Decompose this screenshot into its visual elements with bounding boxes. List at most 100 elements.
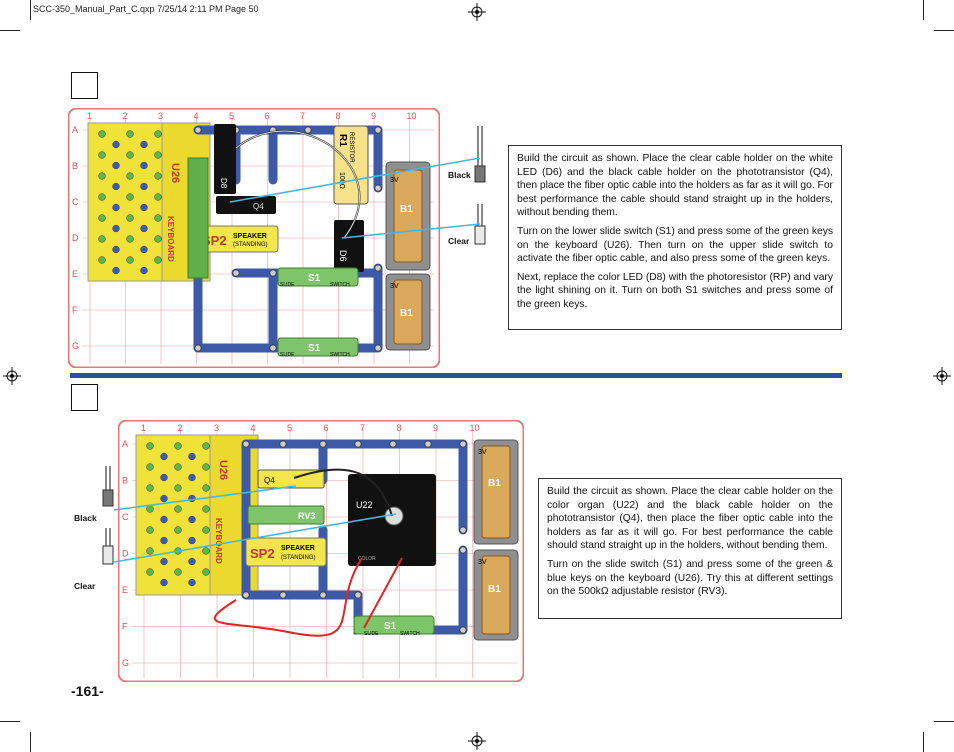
- keyboard-key: [202, 463, 210, 471]
- keyboard-key: [140, 224, 148, 233]
- led-d6: [334, 220, 364, 272]
- keyboard-key: [140, 182, 148, 191]
- snap-points: [242, 440, 467, 634]
- keyboard-key: [146, 568, 154, 576]
- svg-text:U22: U22: [356, 500, 373, 510]
- section-divider: [70, 373, 842, 378]
- snap-point: [459, 440, 467, 448]
- crop-mark: [923, 0, 924, 20]
- keyboard-key: [154, 193, 162, 201]
- svg-text:U26: U26: [217, 460, 229, 480]
- column-label: 2: [178, 423, 183, 433]
- svg-text:RV3: RV3: [298, 511, 315, 521]
- svg-text:Q4: Q4: [264, 476, 275, 485]
- keyboard-keys: [98, 130, 162, 275]
- svg-text:SP2: SP2: [250, 546, 275, 561]
- svg-text:D6: D6: [338, 250, 348, 262]
- keyboard-key: [160, 578, 168, 587]
- column-label: 4: [251, 423, 256, 433]
- svg-text:100Ω: 100Ω: [338, 172, 345, 189]
- cable-holder-icon: [102, 466, 114, 565]
- svg-text:SWITCH: SWITCH: [400, 631, 420, 637]
- slide-switch-s1-upper: [277, 267, 359, 287]
- column-label: 7: [360, 423, 365, 433]
- keyboard-key: [154, 151, 162, 159]
- registration-mark-icon: [933, 367, 951, 385]
- row-label: G: [122, 658, 129, 668]
- paragraph: Turn on the slide switch (S1) and press …: [547, 558, 833, 598]
- svg-text:S1: S1: [308, 273, 321, 284]
- snap-point: [194, 126, 202, 134]
- paragraph: Build the circuit as shown. Place the cl…: [547, 486, 833, 552]
- keyboard-key: [202, 568, 210, 576]
- speaker-sp2: [245, 537, 327, 567]
- project-number-box: [71, 72, 98, 99]
- column-label: 8: [336, 111, 341, 121]
- keyboard-key: [98, 214, 106, 222]
- row-label: E: [122, 585, 128, 595]
- snap-point: [459, 546, 467, 554]
- keyboard-key: [112, 203, 120, 212]
- cable-holder-icon: [474, 126, 486, 245]
- column-label: 3: [214, 423, 219, 433]
- snap-point: [279, 591, 287, 599]
- row-label: D: [72, 233, 79, 243]
- snap-point: [374, 126, 382, 134]
- keyboard-key: [154, 256, 162, 264]
- keyboard-key: [126, 130, 134, 138]
- led-d8: [214, 124, 236, 194]
- keyboard-key: [112, 266, 120, 275]
- column-label: 1: [141, 423, 146, 433]
- keyboard-key: [174, 526, 182, 534]
- keyboard-key: [160, 536, 168, 545]
- keyboard-key: [98, 256, 106, 264]
- slide-switch-s1: [353, 615, 435, 635]
- keyboard-key: [140, 140, 148, 149]
- keyboard-keys: [146, 442, 210, 587]
- keyboard-key: [146, 442, 154, 450]
- keyboard-key: [160, 452, 168, 461]
- keyboard-key: [98, 172, 106, 180]
- row-label: A: [72, 125, 78, 135]
- column-label: 8: [397, 423, 402, 433]
- keyboard-key: [174, 463, 182, 471]
- column-label: 5: [229, 111, 234, 121]
- snap-point: [304, 126, 312, 134]
- registration-mark-icon: [3, 367, 21, 385]
- keyboard-key: [188, 536, 196, 545]
- keyboard-key: [112, 224, 120, 233]
- keyboard-key: [188, 578, 196, 587]
- keyboard-key: [98, 193, 106, 201]
- column-label: 6: [265, 111, 270, 121]
- snap-point: [389, 440, 397, 448]
- snap-point: [459, 526, 467, 534]
- crop-mark: [30, 732, 31, 752]
- keyboard-key: [188, 452, 196, 461]
- svg-text:S1: S1: [308, 343, 321, 354]
- keyboard-key: [188, 473, 196, 482]
- black-cable-label: Black: [74, 513, 97, 523]
- keyboard-key: [154, 214, 162, 222]
- keyboard-key: [140, 245, 148, 254]
- column-label: 10: [407, 111, 417, 121]
- keyboard-key: [146, 484, 154, 492]
- svg-text:S1: S1: [384, 621, 397, 632]
- row-label: A: [122, 439, 128, 449]
- row-label: G: [72, 341, 79, 351]
- svg-text:B1: B1: [488, 584, 501, 595]
- keyboard-key: [98, 151, 106, 159]
- cable-pointer-lines: [114, 485, 397, 563]
- project-number-box: [71, 384, 98, 411]
- keyboard-key: [160, 557, 168, 566]
- snap-point: [374, 184, 382, 192]
- svg-text:B1: B1: [488, 478, 501, 489]
- keyboard-key: [140, 161, 148, 170]
- keyboard-key: [126, 214, 134, 222]
- crop-mark: [0, 30, 20, 31]
- keyboard-key: [112, 140, 120, 149]
- clear-cable-label: Clear: [448, 236, 470, 246]
- keyboard-key: [154, 172, 162, 180]
